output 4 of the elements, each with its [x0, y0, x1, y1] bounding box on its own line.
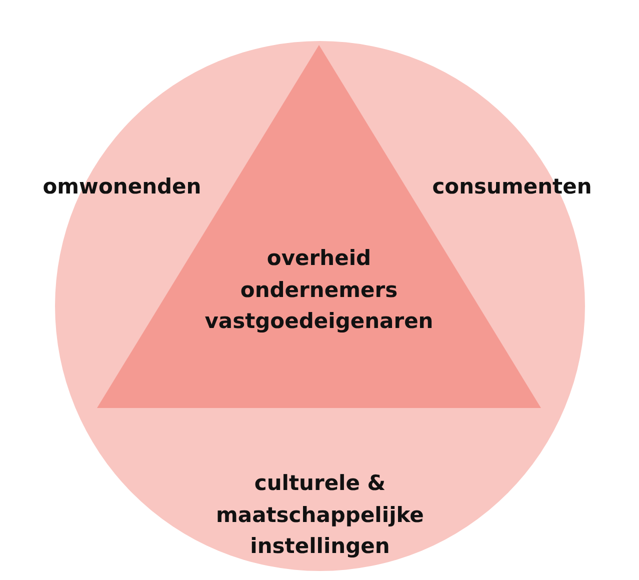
- stakeholder-label: overheid ondernemers vastgoedeigenaren: [204, 244, 434, 335]
- stakeholder-label: consumenten: [432, 173, 592, 200]
- stakeholder-label: omwonenden: [42, 173, 202, 200]
- stakeholder-label: culturele & maatschappelijke instellingen: [215, 470, 425, 560]
